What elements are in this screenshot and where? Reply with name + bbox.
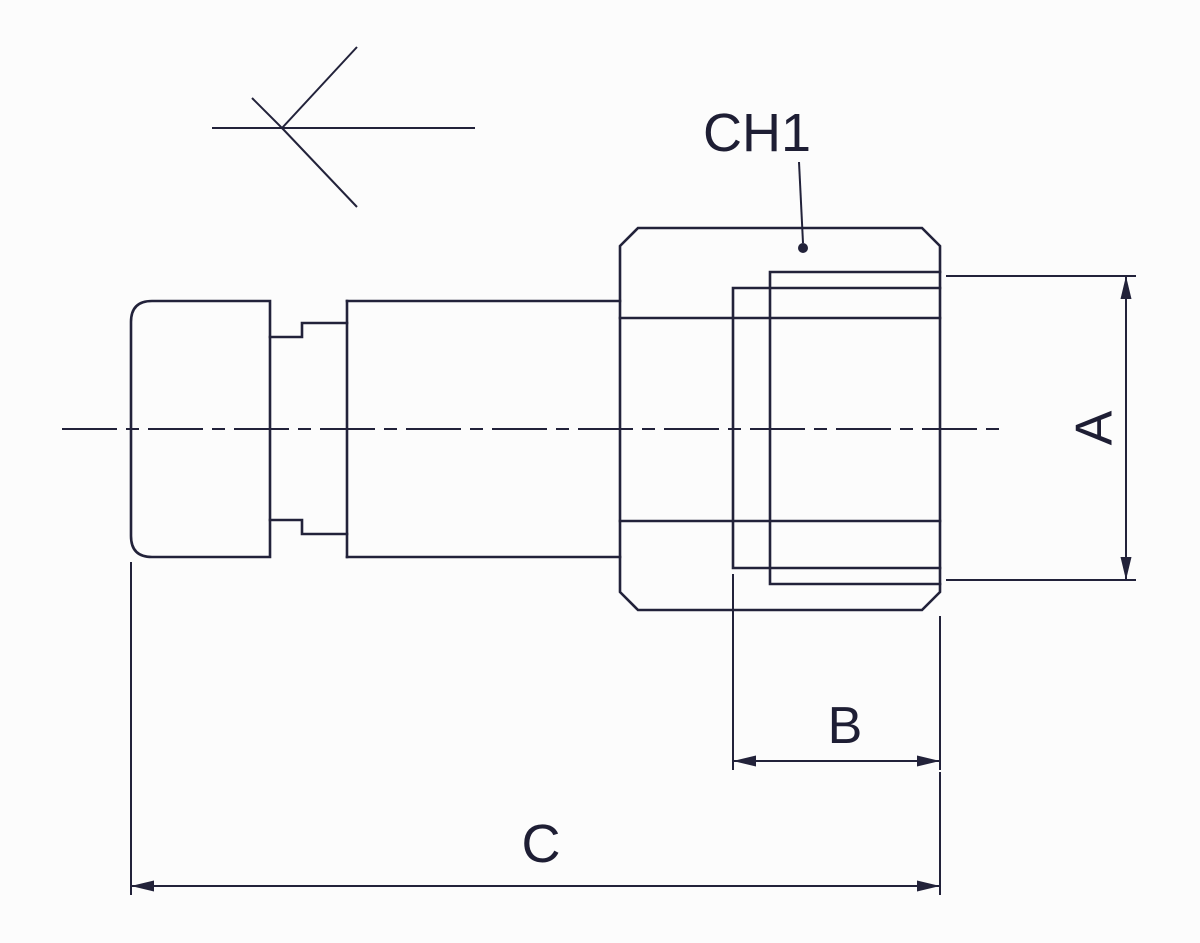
symbol-upper-diagonal [281,46,358,129]
thread-minor-outline [731,286,942,570]
ch1-leader-dot [798,243,808,253]
groove-top-edge [268,321,349,339]
dim-c-label: C [522,814,561,874]
ch1-leader-line [798,161,804,244]
dim-b: B [732,574,941,770]
thread-major-outline [768,270,942,586]
plug-groove-step [268,299,349,559]
dim-b-label: B [828,697,863,755]
ch1-label: CH1 [703,103,811,163]
plug-head [129,299,272,559]
dim-a-label: A [1066,410,1124,445]
symbol-tick [251,97,284,130]
groove-bottom-edge [268,518,349,536]
plug-body-outline [345,299,622,559]
hex-nut [618,226,942,612]
dim-c-arrow-left [131,880,154,892]
thread-lines [731,270,942,586]
dim-c-arrow-right [917,880,940,892]
plug-head-outline [129,299,272,559]
dim-a-arrow-top [1120,276,1132,299]
dim-c: C [130,562,941,895]
dim-a: A [946,275,1136,581]
dim-b-arrow-left [733,755,756,767]
symbol-lower-diagonal [281,127,358,208]
hex-nut-outline [618,226,942,612]
dim-a-arrow-bottom [1120,557,1132,580]
ch1-callout: CH1 [703,103,811,253]
surface-finish-symbol [212,46,475,208]
dim-b-arrow-right [917,755,940,767]
